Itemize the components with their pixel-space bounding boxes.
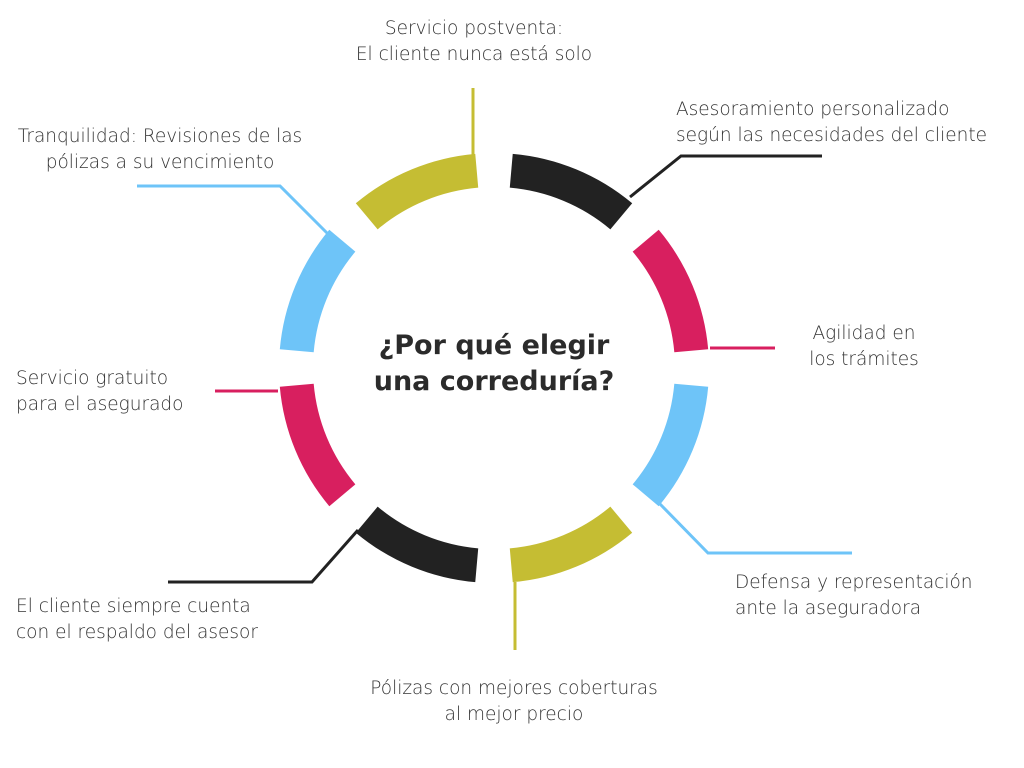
leader-line-respaldo — [168, 529, 360, 584]
label-tranquilidad: Tranquilidad: Revisiones de las pólizas … — [0, 124, 320, 176]
label-asesoramiento: Asesoramiento personalizado según las ne… — [676, 97, 987, 149]
label-defensa-line-2: ante la aseguradora — [735, 598, 922, 619]
label-tranquilidad-line-2: pólizas a su vencimiento — [45, 152, 275, 173]
ring-segment-asesoramiento — [509, 153, 633, 230]
ring-segment-agilidad — [632, 229, 709, 353]
label-postventa-line-2: El cliente nunca está solo — [355, 44, 593, 65]
center-title-line-1: ¿Por qué elegir — [378, 330, 610, 361]
label-polizas-line-1: Pólizas con mejores coberturas — [370, 678, 658, 699]
label-agilidad-line-2: los trámites — [809, 349, 919, 370]
ring-segment-gratuito — [279, 383, 356, 507]
label-postventa-line-1: Servicio postventa: — [384, 18, 564, 39]
label-asesoramiento-line-1: Asesoramiento personalizado — [676, 99, 950, 120]
label-respaldo: El cliente siempre cuenta con el respald… — [16, 594, 258, 646]
center-title-line-2: una correduría? — [373, 366, 615, 397]
ring-segment-respaldo — [355, 506, 479, 583]
ring-segment-polizas — [509, 506, 633, 583]
label-gratuito: Servicio gratuito para el asegurado — [16, 366, 184, 418]
label-polizas: Pólizas con mejores coberturas al mejor … — [0, 676, 1024, 728]
label-tranquilidad-line-1: Tranquilidad: Revisiones de las — [17, 126, 303, 147]
label-respaldo-line-1: El cliente siempre cuenta — [16, 596, 251, 617]
label-respaldo-line-2: con el respaldo del asesor — [16, 622, 258, 643]
leader-line-tranquilidad — [137, 184, 330, 236]
ring-segment-tranquilidad — [279, 229, 356, 353]
label-asesoramiento-line-2: según las necesidades del cliente — [676, 125, 987, 146]
label-defensa-line-1: Defensa y representación — [735, 572, 973, 593]
label-agilidad-line-1: Agilidad en — [812, 323, 916, 344]
label-gratuito-line-1: Servicio gratuito — [16, 368, 169, 389]
label-polizas-line-2: al mejor precio — [444, 704, 584, 725]
ring-segment-defensa — [632, 383, 709, 507]
label-postventa: Servicio postventa: El cliente nunca est… — [0, 16, 948, 68]
center-title: ¿Por qué elegir una correduría? — [344, 328, 644, 400]
label-agilidad: Agilidad en los trámites — [776, 321, 952, 373]
leader-line-asesoramiento — [629, 154, 822, 199]
ring-segment-postventa — [355, 153, 479, 230]
label-gratuito-line-2: para el asegurado — [16, 394, 184, 415]
label-defensa: Defensa y representación ante la asegura… — [735, 570, 973, 622]
leader-line-defensa — [658, 502, 852, 555]
